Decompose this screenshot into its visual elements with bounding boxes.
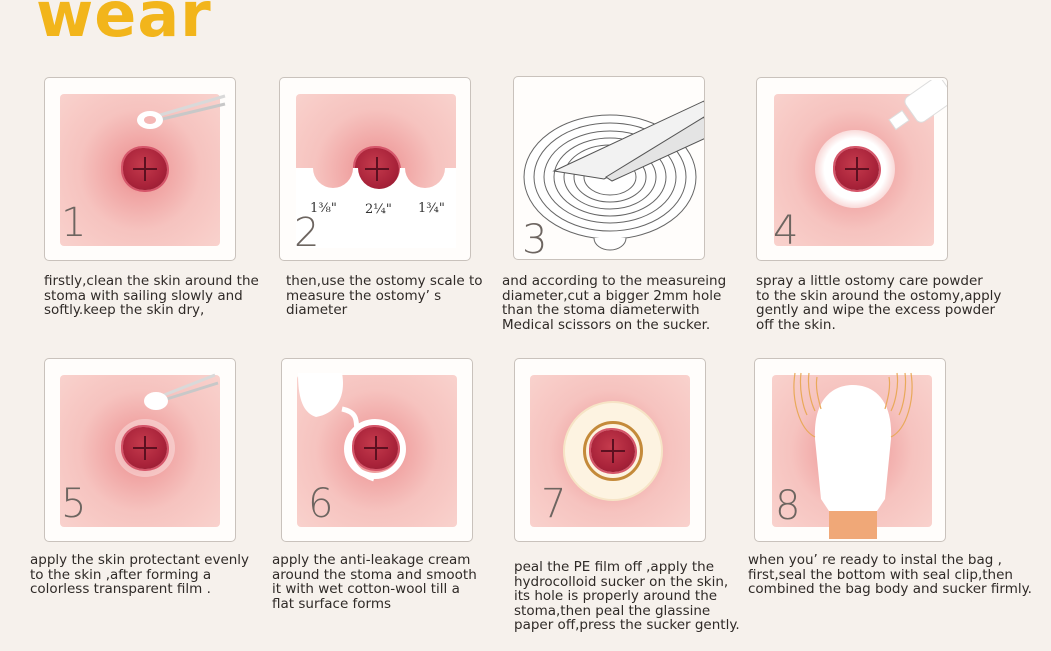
step-number: 4 xyxy=(773,208,799,254)
step-1-card: 1 xyxy=(44,77,236,261)
page-title: wear xyxy=(36,0,212,51)
step-number: 7 xyxy=(541,481,567,527)
step-2-card: 1⅜" 2¼" 1¾" 2 xyxy=(279,77,471,261)
step-8-caption: when you’ re ready to instal the bag , f… xyxy=(748,552,1032,598)
step-number: 1 xyxy=(61,200,87,246)
step-6-card: 6 xyxy=(281,358,473,542)
step-3-card: 3 xyxy=(513,76,705,260)
stoma-illustration xyxy=(354,427,398,469)
step-6-caption: apply the anti-leakage cream around the … xyxy=(272,552,477,612)
stoma-illustration xyxy=(591,430,635,472)
step-7-caption: peal the PE film off ,apply the hydrocol… xyxy=(514,559,740,634)
ostomy-scale-card xyxy=(296,168,456,248)
step-4-card: 4 xyxy=(756,77,948,261)
scale-label: 1⅜" xyxy=(310,201,337,216)
step-number: 2 xyxy=(294,210,320,256)
step-7-card: 7 xyxy=(514,358,706,542)
stoma-illustration xyxy=(123,148,167,190)
cream-ring xyxy=(344,419,406,479)
tweezers-icon xyxy=(137,94,226,129)
sucker-hole-ring xyxy=(583,421,643,481)
step-number: 6 xyxy=(308,481,334,527)
step-5-card: 5 xyxy=(44,358,236,542)
step-number: 5 xyxy=(61,481,87,527)
tweezers-icon xyxy=(144,373,219,410)
scale-label: 1¾" xyxy=(418,201,445,216)
step-1-caption: firstly,clean the skin around the stoma … xyxy=(44,273,259,319)
step-number: 8 xyxy=(775,483,801,529)
stoma-illustration xyxy=(123,427,167,469)
step-2-caption: then,use the ostomy scale to measure the… xyxy=(286,273,483,319)
step-8-card: 8 xyxy=(754,358,946,542)
cutting-template-illustration xyxy=(523,100,704,251)
ostomy-bag-illustration xyxy=(793,372,913,539)
step-number: 3 xyxy=(522,217,548,260)
spray-bottle-icon xyxy=(888,80,947,131)
stoma-illustration xyxy=(835,148,879,190)
step-4-caption: spray a little ostomy care powder to the… xyxy=(756,273,1002,333)
step-5-caption: apply the skin protectant evenly to the … xyxy=(30,552,250,598)
scale-label: 2¼" xyxy=(365,202,392,217)
step-3-caption: and according to the measureing diameter… xyxy=(502,273,727,333)
